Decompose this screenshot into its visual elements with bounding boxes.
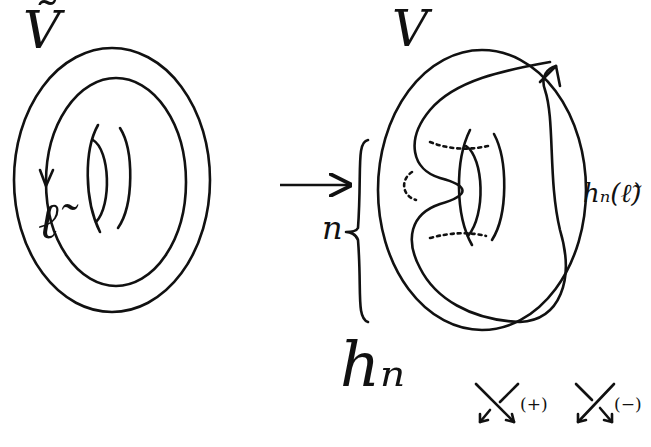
math-label: n [322,212,343,244]
math-label: ℓ̃ [38,196,59,246]
positive-crossing [476,384,518,422]
negative-crossing [576,384,614,422]
knotted-curve [412,62,566,322]
torus-outline [378,50,586,330]
torus-region: Ṽ [5,0,280,320]
twist-strand [404,172,416,200]
orientation-arrow [540,66,560,86]
math-label: hₙ [340,334,405,396]
torus-region: V [350,0,590,335]
math-label: hₙ(ℓ̃) [583,180,641,206]
twist-strand [430,233,486,238]
core-curve [46,78,186,286]
torus-name: Ṽ [23,4,61,56]
torus-hole [118,128,130,228]
brace [346,140,368,322]
torus-hole [492,134,504,240]
math-label: (−) [614,396,642,413]
torus-name: V [392,4,428,54]
torus-hole [93,140,107,222]
orientation-arrow [40,170,53,186]
torus-hole [466,146,481,236]
math-label: (+) [520,396,548,413]
twist-strand [430,142,488,149]
torus-outline [14,48,210,312]
map-arrow [280,184,350,187]
